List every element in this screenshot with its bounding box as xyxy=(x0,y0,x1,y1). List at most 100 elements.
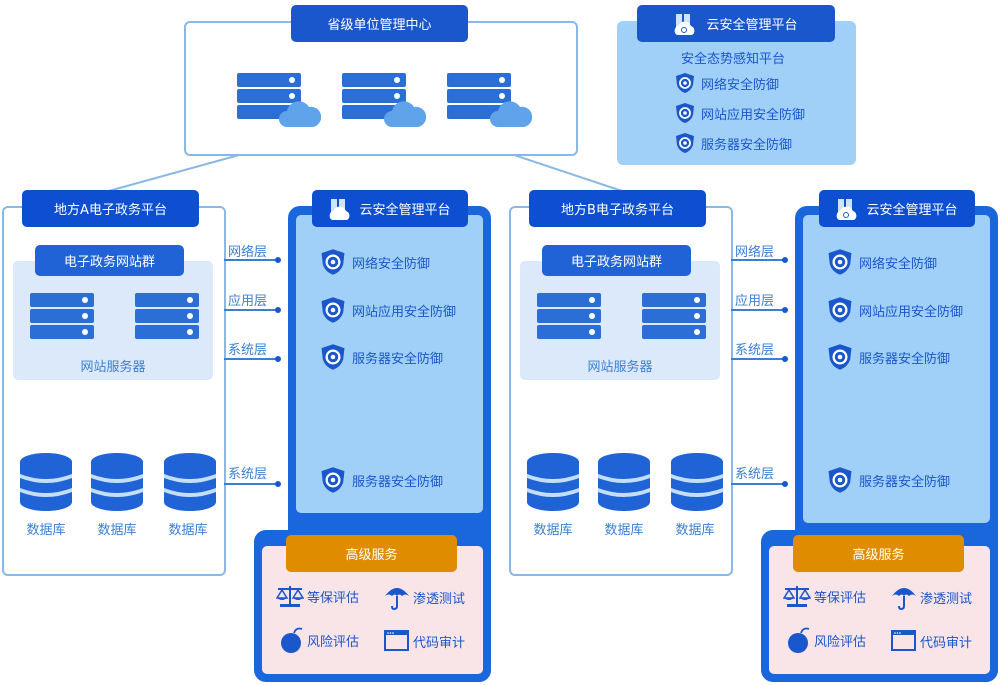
region-b-title: 地方B电子政务平台 xyxy=(529,190,706,227)
region-a-server-1 xyxy=(30,293,94,341)
advanced-a-item-risk: 风险评估 xyxy=(280,626,359,654)
layer-line xyxy=(731,483,785,485)
database-icon xyxy=(20,453,72,511)
shield-icon xyxy=(676,73,694,93)
database-icon xyxy=(598,453,650,511)
layer-label-app-a: 应用层 xyxy=(228,294,268,309)
cloud-b-title: 云安全管理平台 xyxy=(819,190,975,227)
cloud-a-item-server: 服务器安全防御 xyxy=(320,343,443,371)
item-label: 服务器安全防御 xyxy=(859,351,951,367)
shield-icon xyxy=(676,103,694,123)
item-label: 渗透测试 xyxy=(413,591,466,607)
cloud-b-item-server: 服务器安全防御 xyxy=(827,343,950,371)
advanced-b-title: 高级服务 xyxy=(793,535,964,572)
scale-icon xyxy=(276,586,304,607)
cloud-server-icon xyxy=(330,198,350,220)
cloud-icon xyxy=(490,101,532,127)
item-label: 网络安全防御 xyxy=(859,256,938,272)
region-a-server-2 xyxy=(135,293,199,341)
region-a-db-label-1: 数据库 xyxy=(26,523,66,538)
cloud-b-item-network: 网络安全防御 xyxy=(827,248,937,276)
item-label: 服务器安全防御 xyxy=(859,474,951,490)
connector-province-to-a xyxy=(104,151,251,193)
shield-icon xyxy=(828,344,852,370)
advanced-a-item-pentest: 渗透测试 xyxy=(384,584,465,610)
layer-line xyxy=(224,259,278,261)
umbrella-icon xyxy=(892,588,916,610)
advanced-b-item-risk: 风险评估 xyxy=(787,626,866,654)
cloud-a-title: 云安全管理平台 xyxy=(312,190,468,227)
cloud-top-subtitle: 安全态势感知平台 xyxy=(680,52,785,67)
region-b-db-label-2: 数据库 xyxy=(604,523,644,538)
layer-label-network-b: 网络层 xyxy=(735,245,775,260)
item-label: 服务器安全防御 xyxy=(352,351,444,367)
region-a-server-label: 网站服务器 xyxy=(80,360,146,375)
layer-line xyxy=(224,309,278,311)
shield-icon xyxy=(828,297,852,323)
item-label: 网络安全防御 xyxy=(352,256,431,272)
layer-dot xyxy=(782,257,788,263)
cloud-top-item-webapp: 网站应用安全防御 xyxy=(675,102,805,124)
layer-line xyxy=(731,309,785,311)
cloud-icon xyxy=(279,101,321,127)
database-icon xyxy=(527,453,579,511)
connector-province-to-b xyxy=(504,151,626,193)
shield-icon xyxy=(828,249,852,275)
region-a-db-label-2: 数据库 xyxy=(97,523,137,538)
region-b-db-label-3: 数据库 xyxy=(675,523,715,538)
region-b-server-2 xyxy=(642,293,706,341)
shield-icon xyxy=(321,297,345,323)
shield-icon xyxy=(321,467,345,493)
bomb-icon xyxy=(281,627,303,653)
layer-dot xyxy=(782,481,788,487)
layer-line xyxy=(224,358,278,360)
browser-window-icon xyxy=(891,630,916,651)
item-label: 网络安全防御 xyxy=(701,77,780,93)
layer-label-network-a: 网络层 xyxy=(228,245,268,260)
cloud-server-icon xyxy=(675,13,695,35)
region-a-title: 地方A电子政务平台 xyxy=(22,190,199,227)
cloud-a-item-server-2: 服务器安全防御 xyxy=(320,466,443,494)
layer-dot xyxy=(275,307,281,313)
item-label: 等保评估 xyxy=(814,590,867,606)
item-label: 服务器安全防御 xyxy=(701,137,793,153)
region-a-site-group: 电子政务网站群 xyxy=(35,245,184,276)
cloud-a-title-text: 云安全管理平台 xyxy=(359,203,451,218)
cloud-b-item-webapp: 网站应用安全防御 xyxy=(827,296,963,324)
layer-label-system-a-2: 系统层 xyxy=(228,467,268,482)
advanced-b-item-pentest: 渗透测试 xyxy=(891,584,972,610)
cloud-top-title: 云安全管理平台 xyxy=(637,5,835,42)
item-label: 代码审计 xyxy=(413,635,466,651)
umbrella-icon xyxy=(385,588,409,610)
region-b-server-label: 网站服务器 xyxy=(587,360,653,375)
layer-dot xyxy=(275,356,281,362)
cloud-a-item-webapp: 网站应用安全防御 xyxy=(320,296,456,324)
layer-label-app-b: 应用层 xyxy=(735,294,775,309)
advanced-a-title: 高级服务 xyxy=(286,535,457,572)
shield-icon xyxy=(828,467,852,493)
database-icon xyxy=(671,453,723,511)
cloud-b-title-text: 云安全管理平台 xyxy=(866,203,958,218)
item-label: 风险评估 xyxy=(307,634,360,650)
database-icon xyxy=(164,453,216,511)
layer-line xyxy=(731,358,785,360)
cloud-top-title-text: 云安全管理平台 xyxy=(706,18,798,33)
layer-dot xyxy=(275,257,281,263)
shield-icon xyxy=(676,133,694,153)
province-center-box xyxy=(184,21,578,156)
layer-line xyxy=(731,259,785,261)
advanced-b-item-mlps: 等保评估 xyxy=(783,584,866,608)
item-label: 等保评估 xyxy=(307,590,360,606)
cloud-b-item-server-2: 服务器安全防御 xyxy=(827,466,950,494)
cloud-top-panel xyxy=(617,21,856,165)
cloud-a-item-network: 网络安全防御 xyxy=(320,248,430,276)
layer-line xyxy=(224,483,278,485)
region-a-db-label-3: 数据库 xyxy=(168,523,208,538)
layer-label-system-a: 系统层 xyxy=(228,343,268,358)
layer-label-system-b-2: 系统层 xyxy=(735,467,775,482)
cloud-server-icon xyxy=(837,198,857,220)
province-center-title: 省级单位管理中心 xyxy=(291,5,468,42)
item-label: 风险评估 xyxy=(814,634,867,650)
region-b-site-group: 电子政务网站群 xyxy=(542,245,691,276)
advanced-b-item-codeaudit: 代码审计 xyxy=(891,630,972,652)
